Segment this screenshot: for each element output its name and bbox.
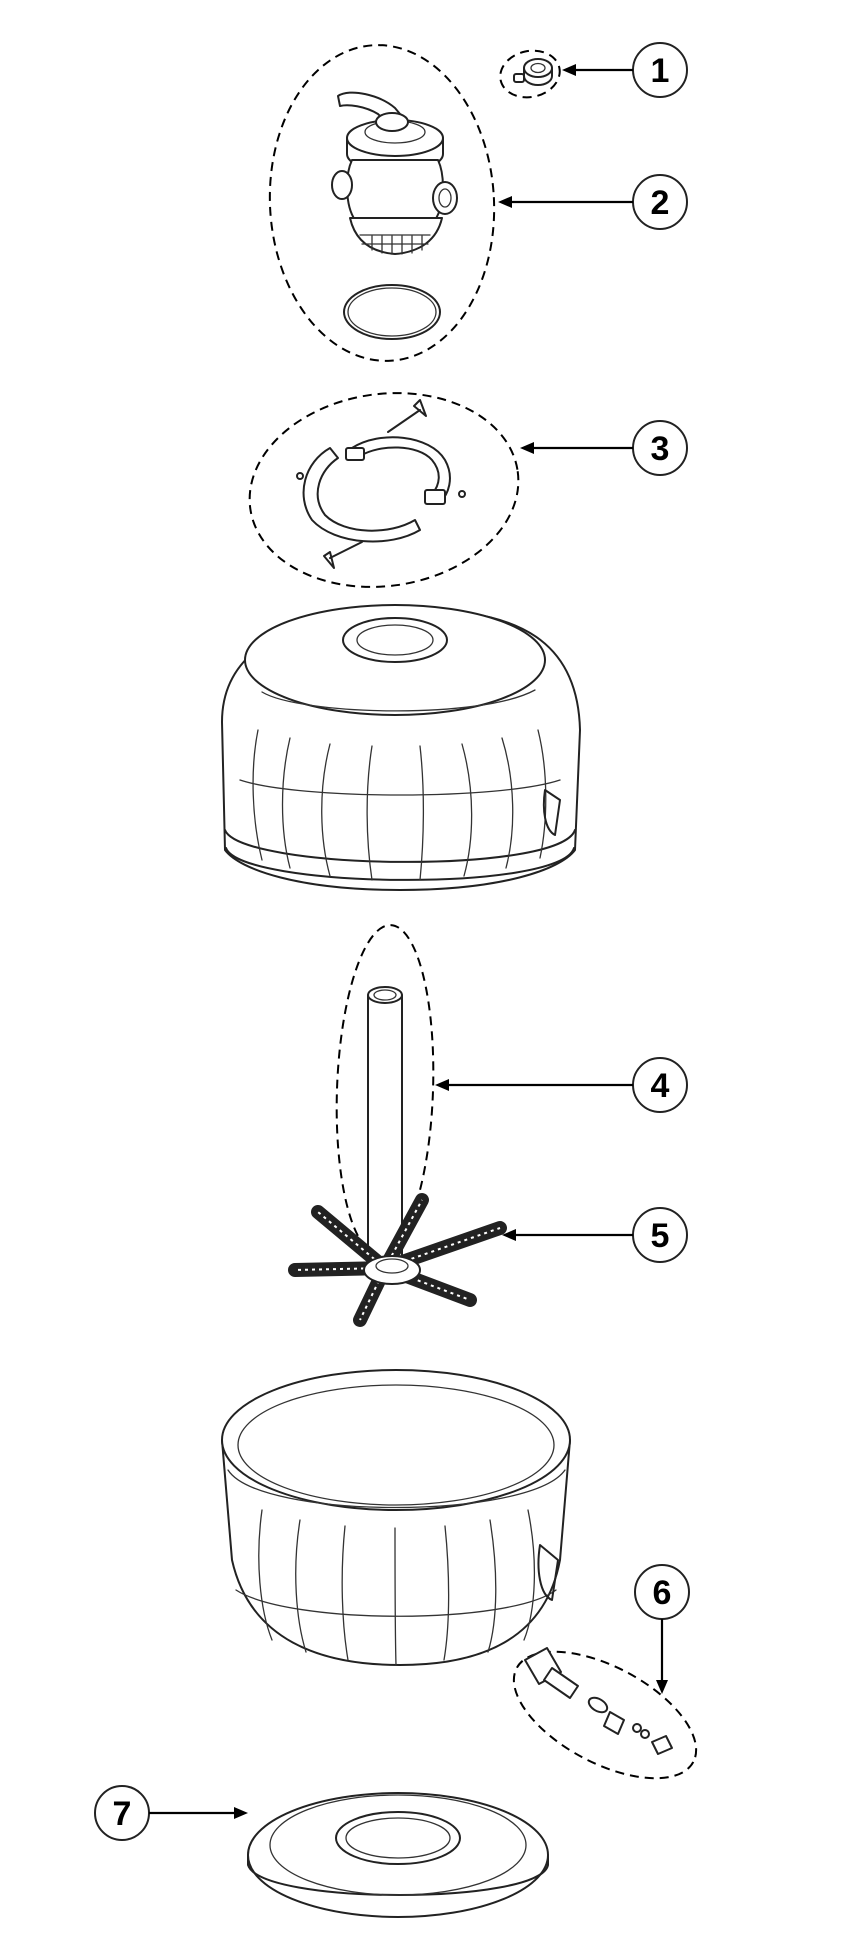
part-6-drain-assembly <box>512 1647 698 1780</box>
callout-7-label: 7 <box>113 1795 132 1833</box>
callout-6-label: 6 <box>653 1574 672 1612</box>
callout-5-label: 5 <box>651 1217 670 1255</box>
callout-5: 5 <box>502 1207 688 1263</box>
callout-1: 1 <box>562 42 688 98</box>
part-1-gauge-fitting <box>499 49 561 99</box>
callout-2-label: 2 <box>651 184 670 222</box>
callout-7: 7 <box>94 1785 248 1841</box>
callout-3-label: 3 <box>651 430 670 468</box>
tank-dome <box>221 604 581 891</box>
callout-3: 3 <box>520 420 688 476</box>
tank-body <box>221 1369 571 1666</box>
callout-4: 4 <box>435 1057 688 1113</box>
part-4-center-pipe <box>335 924 435 1266</box>
callout-4-label: 4 <box>651 1067 670 1105</box>
callout-6: 6 <box>634 1564 690 1694</box>
part-5-laterals <box>288 1193 507 1327</box>
callout-1-label: 1 <box>651 52 670 90</box>
part-3-clamp-set <box>248 392 520 588</box>
part-7-tank-base <box>247 1792 549 1918</box>
callout-2: 2 <box>498 174 688 230</box>
part-2-multiport-valve <box>268 44 496 362</box>
